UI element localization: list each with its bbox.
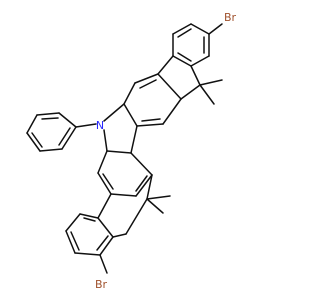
bond: [103, 129, 108, 152]
bond: [123, 82, 136, 105]
bond: [190, 23, 210, 35]
bond-lines: [26, 23, 223, 274]
bond: [199, 79, 223, 86]
bond: [146, 195, 171, 200]
bond: [141, 118, 161, 122]
bond: [36, 112, 60, 116]
bond: [123, 103, 138, 127]
molecule-diagram: Br N Br: [26, 11, 237, 291]
bond: [75, 123, 97, 128]
bond: [208, 23, 223, 35]
bond: [135, 175, 148, 192]
bond: [96, 235, 109, 251]
bond: [99, 236, 114, 256]
bond: [79, 213, 99, 219]
bond: [125, 198, 148, 235]
bond: [97, 172, 112, 195]
bond: [97, 217, 114, 238]
bond: [162, 98, 182, 125]
bond: [135, 174, 153, 197]
bond: [177, 28, 192, 38]
atom-labels: Br N Br: [95, 11, 237, 291]
bond: [134, 73, 159, 84]
bond: [146, 198, 164, 214]
bond: [26, 114, 38, 134]
bond: [58, 112, 77, 128]
bond: [97, 193, 112, 219]
bond: [136, 123, 164, 127]
bond: [172, 23, 192, 35]
bond: [97, 150, 108, 174]
bond: [157, 73, 182, 100]
bond: [199, 84, 215, 105]
bond: [65, 213, 81, 232]
bond: [74, 252, 101, 256]
bond: [41, 117, 59, 120]
structure-svg: Br N Br: [26, 11, 237, 291]
bond: [190, 65, 201, 86]
bond: [130, 125, 138, 154]
nitrogen-label: N: [96, 119, 104, 132]
bond: [102, 173, 114, 190]
bond: [39, 148, 63, 152]
bond: [157, 55, 174, 75]
bond: [70, 231, 80, 251]
bromine-label-bottom: Br: [95, 278, 108, 291]
bond: [180, 84, 201, 100]
bond: [190, 55, 210, 67]
bond: [177, 52, 192, 62]
bond: [26, 132, 41, 152]
bond: [61, 126, 77, 150]
bromine-label-top: Br: [224, 11, 237, 24]
bond: [99, 254, 108, 274]
bond: [130, 152, 153, 176]
bond: [31, 132, 43, 148]
bond: [106, 150, 132, 154]
bond: [103, 103, 125, 122]
bond: [139, 79, 157, 89]
bond: [83, 217, 96, 222]
bond: [172, 55, 192, 67]
bond: [110, 193, 137, 197]
bond: [146, 174, 153, 200]
bond: [65, 230, 76, 254]
bond: [58, 127, 71, 146]
bond: [112, 233, 127, 238]
